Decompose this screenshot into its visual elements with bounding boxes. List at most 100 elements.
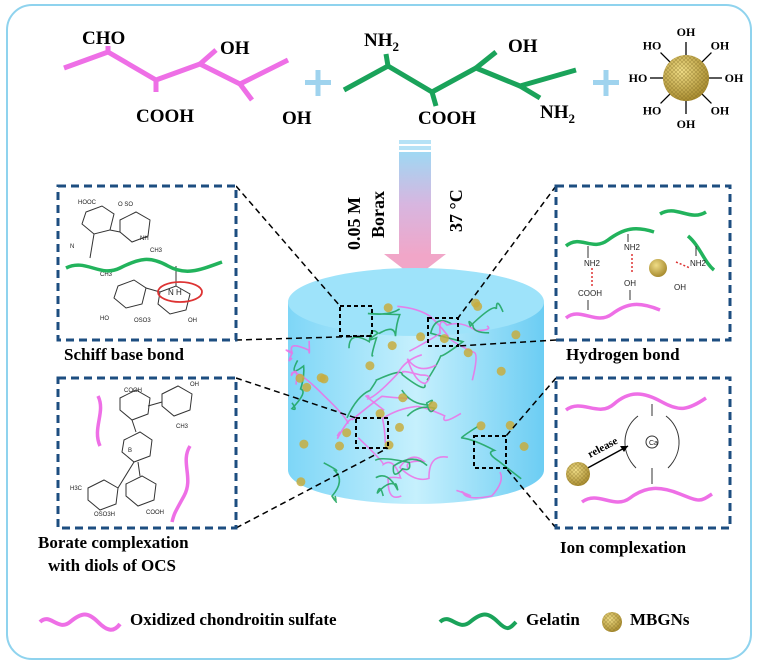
network-mbgn-particle <box>505 420 515 430</box>
gelatin-nh2-label-2: NH2 <box>540 102 575 126</box>
svg-text:B: B <box>128 448 132 454</box>
network-gelatin-strand <box>401 389 437 417</box>
svg-text:HO: HO <box>100 316 109 322</box>
reaction-arrow <box>384 140 446 278</box>
svg-text:COOH: COOH <box>146 510 164 516</box>
gelatin-cooh-label: COOH <box>418 108 476 129</box>
hydrogen-bond-label: Hydrogen bond <box>566 345 680 364</box>
network-gelatin-strand <box>374 457 428 475</box>
network-ocs-strand <box>456 471 503 499</box>
schiff-base-label: Schiff base bond <box>64 345 184 364</box>
legend-gelatin-label: Gelatin <box>526 610 580 629</box>
mbgn-spoke <box>701 93 712 104</box>
svg-text:H3C: H3C <box>70 486 83 492</box>
network-mbgn-particle <box>295 373 305 383</box>
panel-ion-complexation: Ca release <box>554 376 732 530</box>
network-gelatin-strand <box>346 371 426 419</box>
svg-text:HOOC: HOOC <box>78 200 97 206</box>
network-ocs-strand <box>336 395 409 440</box>
ocs-cho-label: CHO <box>82 28 125 49</box>
svg-text:OSO3: OSO3 <box>134 318 151 324</box>
network-gelatin-strand <box>460 425 522 480</box>
panel-hydrogen-bond: NH2 NH2 COOH OH NH2 OH <box>554 184 732 342</box>
network-gelatin-strand <box>426 319 465 381</box>
network-mbgn-particle <box>476 421 486 431</box>
mbgn-hydroxyl-label: OH <box>711 104 730 118</box>
mbgn-spoke <box>660 52 671 63</box>
leader-lines <box>235 185 557 529</box>
mbgn-spoke <box>660 93 671 104</box>
svg-text:CH3: CH3 <box>100 272 113 278</box>
svg-text:OH: OH <box>674 283 686 292</box>
ocs-oh-label-2: OH <box>282 108 312 129</box>
svg-text:Ca: Ca <box>649 440 658 447</box>
network-ocs-strand <box>285 340 311 362</box>
network-mbgn-particle <box>473 301 483 311</box>
network-ocs-strand <box>290 370 349 424</box>
panel-borate-complexation: COOH OH B H3C OSO3H COOH CH3 <box>56 376 238 530</box>
ocs-chain-reactant <box>63 46 290 102</box>
svg-text:OH: OH <box>188 318 197 324</box>
zoom-box-ion <box>473 435 507 469</box>
svg-text:COOH: COOH <box>124 388 142 394</box>
svg-text:NH2: NH2 <box>690 259 707 268</box>
network-mbgn-particle <box>375 409 385 419</box>
network-mbgn-particle <box>342 428 352 438</box>
network-gelatin-strand <box>375 475 399 497</box>
network-gelatin-strand <box>323 462 341 503</box>
legend-ocs-label: Oxidized chondroitin sulfate <box>130 610 337 629</box>
network-mbgn-particle <box>519 442 529 451</box>
legend-mbgn-swatch <box>602 612 622 632</box>
network-mbgn-particle <box>496 366 506 376</box>
network-mbgn-particle <box>398 393 408 403</box>
svg-text:OH: OH <box>190 382 199 388</box>
mbgn-hydroxyl-label: OH <box>677 25 696 39</box>
network-mbgn-particle <box>463 348 473 358</box>
svg-text:CH3: CH3 <box>176 424 189 430</box>
network-ocs-strand <box>381 405 462 443</box>
svg-text:N: N <box>70 244 74 250</box>
network-mbgn-particle <box>387 341 397 351</box>
ocs-oh-label-1: OH <box>220 38 250 59</box>
network-ocs-strand <box>357 437 402 498</box>
legend-ocs-swatch <box>38 612 122 632</box>
borate-label-line1: Borate complexation <box>38 533 189 552</box>
legend-gelatin-swatch <box>438 612 518 630</box>
network-mbgn-particle <box>383 303 393 313</box>
svg-text:COOH: COOH <box>578 289 602 298</box>
gelatin-oh-label: OH <box>508 36 538 57</box>
plus-icon-1 <box>305 70 331 96</box>
mbgn-hydroxyl-label: OH <box>725 71 744 85</box>
network-mbgn-particle <box>511 330 521 340</box>
svg-text:OH: OH <box>624 279 636 288</box>
mbgn-spoke <box>701 52 712 63</box>
mbgn-hydroxyl-label: OH <box>677 117 696 131</box>
condition-concentration: 0.05 M <box>344 197 364 250</box>
network-mbgn-particle <box>428 401 438 411</box>
gelatin-chain-reactant <box>342 50 577 107</box>
svg-text:NH2: NH2 <box>584 259 601 268</box>
network-gelatin-strand <box>367 308 401 337</box>
svg-text:N H: N H <box>168 288 182 297</box>
network-ocs-strand <box>365 354 423 411</box>
legend-mbgn-label: MBGNs <box>630 610 690 629</box>
network-mbgn-particle <box>296 477 306 487</box>
gelatin-nh2-label-1: NH2 <box>364 30 399 54</box>
polymer-network <box>285 298 529 503</box>
mbgn-hydroxyl-label: OH <box>711 38 730 52</box>
network-mbgn-particle <box>335 441 344 451</box>
zoom-box-hydrogen <box>427 317 459 347</box>
network-gelatin-strand <box>348 330 380 357</box>
svg-text:NH2: NH2 <box>624 243 641 252</box>
mbgn-hydroxyl-label: HO <box>643 38 662 52</box>
network-mbgn-particle <box>395 422 404 432</box>
network-ocs-strand <box>401 358 437 385</box>
network-gelatin-strand <box>468 302 504 334</box>
network-gelatin-strand <box>290 360 305 411</box>
ion-complexation-label: Ion complexation <box>560 538 687 557</box>
mbgn-hydroxyl-label: HO <box>629 71 648 85</box>
network-mbgn-particle <box>365 361 375 371</box>
network-mbgn-particle <box>416 332 426 342</box>
